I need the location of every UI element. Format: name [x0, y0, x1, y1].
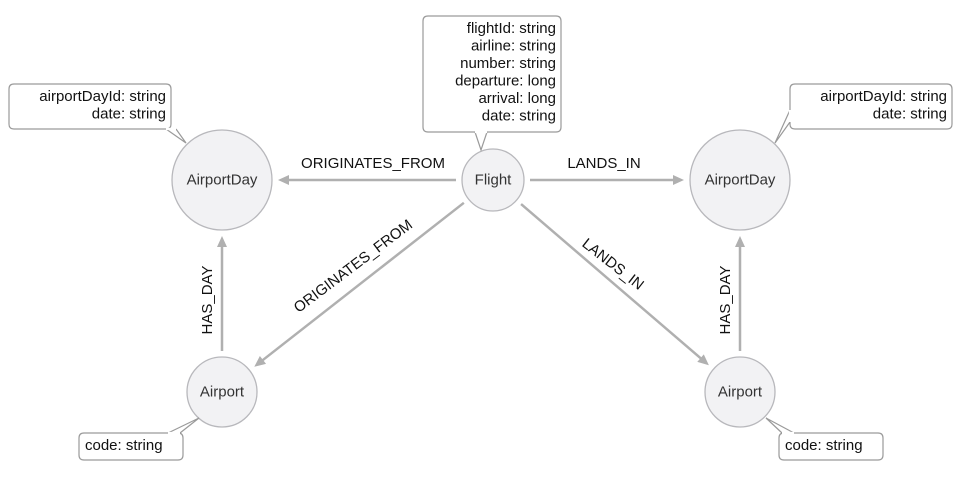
edge-has-day[interactable]: HAS_DAY — [717, 236, 745, 351]
arrowhead-icon — [254, 356, 267, 367]
node-circle — [704, 356, 776, 428]
node-airport-right[interactable]: Airport — [704, 356, 776, 428]
property-text: flightId: string — [467, 20, 556, 37]
node-label: Airport — [200, 384, 245, 401]
edge-originates-from[interactable]: ORIGINATES_FROM — [254, 201, 465, 367]
property-text: airportDayId: string — [820, 88, 947, 105]
callout-pointer — [774, 109, 791, 144]
arrowhead-icon — [217, 236, 227, 247]
edge-lands-in[interactable]: LANDS_IN — [520, 203, 709, 366]
edge-lands-in[interactable]: LANDS_IN — [530, 155, 684, 185]
node-label: AirportDay — [705, 172, 776, 189]
property-text: date: string — [482, 108, 556, 125]
edge-label: ORIGINATES_FROM — [301, 155, 445, 172]
property-text: airline: string — [471, 38, 556, 55]
edge-originates-from[interactable]: ORIGINATES_FROM — [278, 155, 456, 185]
property-text: departure: long — [455, 73, 556, 90]
node-flight[interactable]: Flight — [461, 148, 525, 212]
node-label: Flight — [475, 172, 513, 189]
callout-box — [422, 15, 562, 133]
edge-line — [520, 203, 704, 361]
edge-label: HAS_DAY — [199, 266, 216, 335]
node-circle — [689, 129, 791, 231]
node-airportday-left[interactable]: AirportDay — [171, 129, 273, 231]
node-circle — [186, 356, 258, 428]
edge-label: LANDS_IN — [567, 155, 640, 172]
property-text: arrival: long — [478, 90, 556, 107]
callout-pointer — [167, 417, 200, 434]
edge-has-day[interactable]: HAS_DAY — [199, 236, 227, 351]
property-text: code: string — [785, 437, 863, 454]
edge-label: ORIGINATES_FROM — [291, 216, 416, 316]
node-circle — [461, 148, 525, 212]
property-text: code: string — [85, 437, 163, 454]
callout-box — [778, 432, 884, 461]
node-airport-left[interactable]: Airport — [186, 356, 258, 428]
arrowhead-icon — [278, 175, 289, 185]
edge-label: HAS_DAY — [717, 266, 734, 335]
property-text: date: string — [873, 106, 947, 123]
arrowhead-icon — [697, 354, 709, 366]
node-airportday-right[interactable]: AirportDay — [689, 129, 791, 231]
property-text: date: string — [92, 106, 166, 123]
properties-callout-airport-right: code: string — [765, 417, 884, 461]
callout-box — [78, 432, 184, 461]
callout-box — [789, 83, 953, 130]
node-label: AirportDay — [187, 172, 258, 189]
edge-line — [260, 201, 465, 363]
property-text: number: string — [460, 55, 556, 72]
callout-pointer — [765, 417, 795, 434]
node-circle — [171, 129, 273, 231]
node-label: Airport — [718, 384, 763, 401]
callout-pointer — [474, 131, 488, 152]
arrowhead-icon — [673, 175, 684, 185]
edge-label: LANDS_IN — [579, 235, 647, 294]
arrowhead-icon — [735, 236, 745, 247]
callout-pointer — [165, 128, 187, 144]
properties-callout-airport-left: code: string — [78, 417, 200, 461]
property-text: airportDayId: string — [39, 88, 166, 105]
